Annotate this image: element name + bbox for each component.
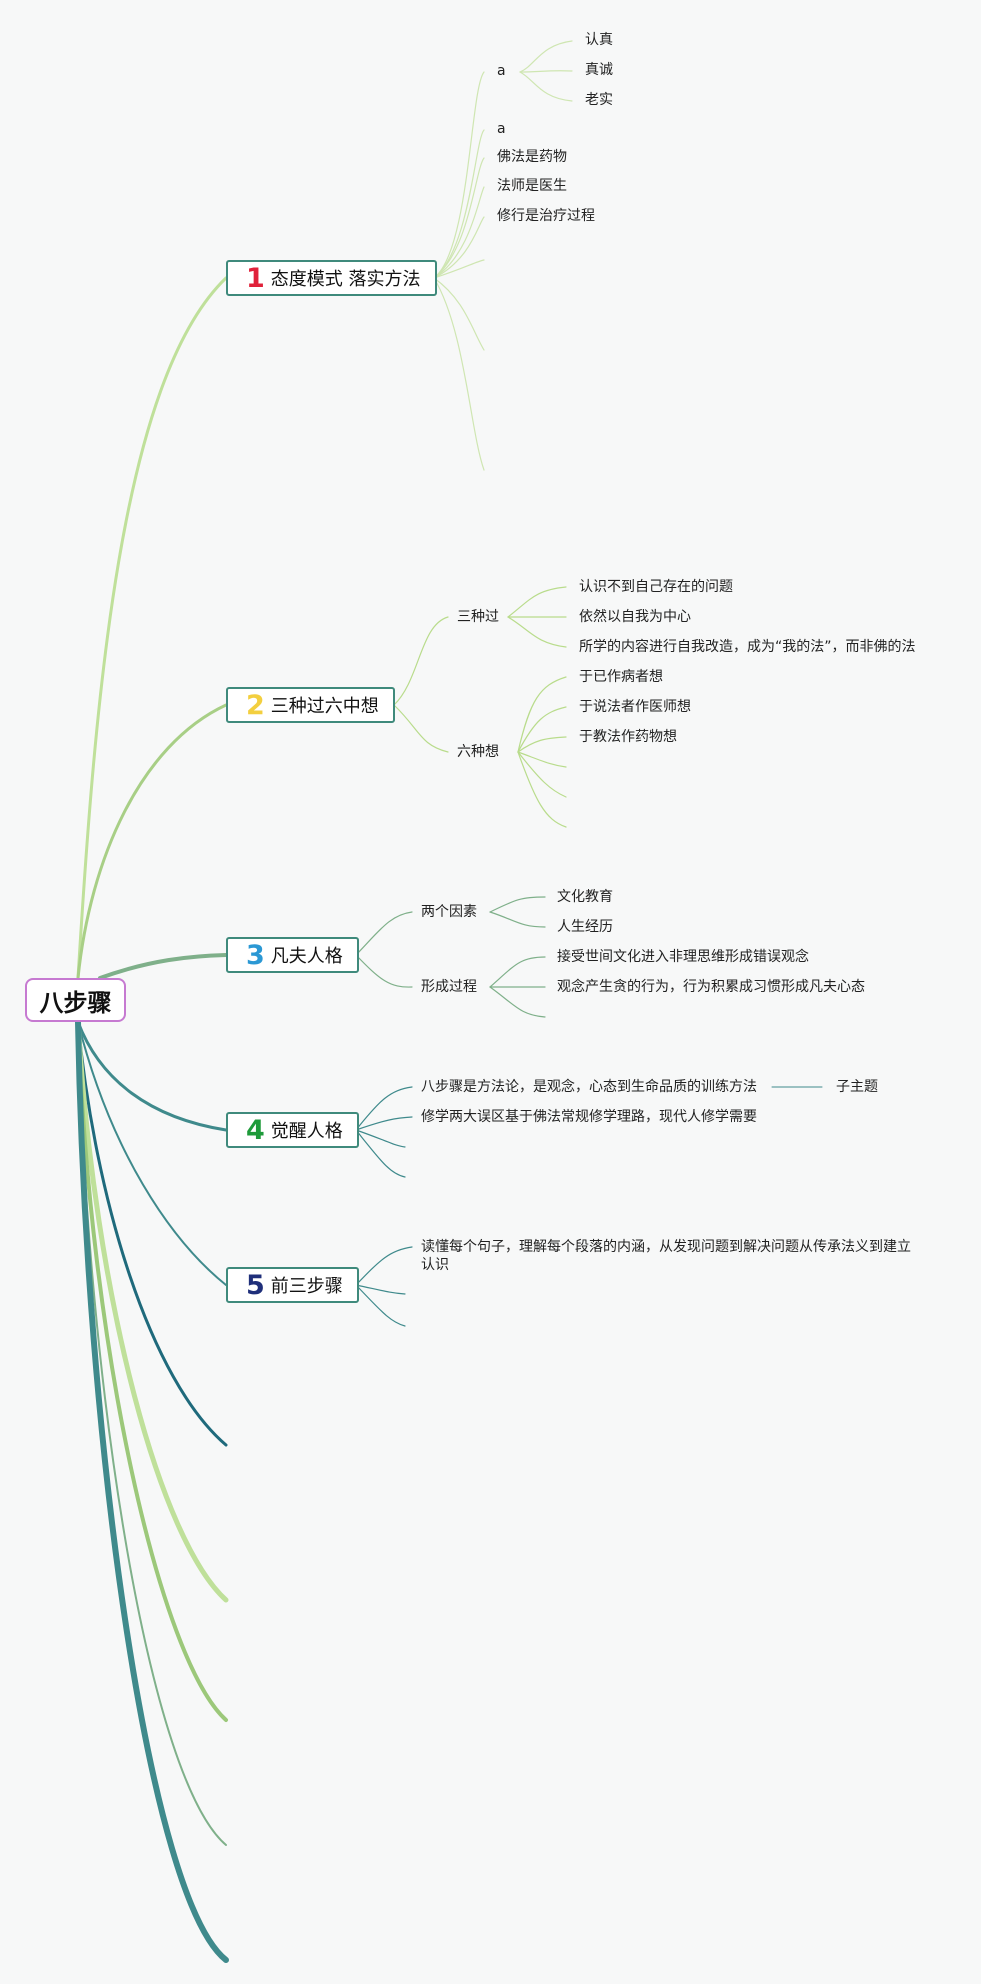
branch-extra-2 [75, 1019, 229, 1603]
branch-extra-5 [75, 1019, 229, 1963]
t2-three-faults[interactable]: 三种过 [457, 609, 499, 625]
t1-a-2[interactable]: a [497, 121, 506, 137]
t2-fault-1[interactable]: 认识不到自己存在的问题 [579, 579, 733, 595]
topic-1-number: 1 [246, 262, 265, 294]
t2-fault-3[interactable]: 所学的内容进行自我改造，成为“我的法”，而非佛的法 [579, 639, 916, 655]
t1-a-leaf-1[interactable]: 认真 [585, 32, 613, 48]
t1-medicine[interactable]: 佛法是药物 [497, 149, 567, 165]
t4-subtopic[interactable]: 子主题 [836, 1079, 878, 1095]
t2-six-thoughts[interactable]: 六种想 [457, 744, 499, 760]
topic-5-subbranches [355, 1246, 413, 1327]
t1-doctor[interactable]: 法师是医生 [497, 178, 567, 194]
branch-topic-1 [76, 276, 228, 980]
t2-fault-2[interactable]: 依然以自我为中心 [579, 609, 691, 625]
t5-reading[interactable]: 读懂每个句子，理解每个段落的内涵，从发现问题到解决问题从传承法义到建立认识 [421, 1239, 911, 1273]
topic-4-label: 觉醒人格 [270, 1121, 343, 1142]
t4-methodology[interactable]: 八步骤是方法论，是观念，心态到生命品质的训练方法 [421, 1079, 757, 1095]
branch-topic-4 [76, 1020, 228, 1132]
t1-a-leaf-2[interactable]: 真诚 [585, 62, 613, 78]
branch-topic-5 [77, 1021, 227, 1286]
t1-a-1[interactable]: a [497, 63, 506, 79]
topic-1-label: 态度模式 落实方法 [270, 269, 421, 290]
topic-5[interactable]: 5 前三步骤 [226, 1267, 359, 1303]
topic-5-label: 前三步骤 [270, 1276, 343, 1297]
topic-3-number: 3 [246, 939, 265, 971]
topic-3-subbranches [355, 896, 546, 1018]
t1-treatment[interactable]: 修行是治疗过程 [497, 208, 595, 224]
t3-factor-2[interactable]: 人生经历 [557, 919, 613, 935]
branch-topic-2 [76, 703, 228, 980]
topic-5-number: 5 [246, 1269, 265, 1301]
t3-formation-1[interactable]: 接受世间文化进入非理思维形成错误观念 [557, 949, 809, 965]
topic-2[interactable]: 2 三种过六中想 [226, 687, 395, 723]
root-label: 八步骤 [39, 988, 112, 1017]
t2-thought-2[interactable]: 于说法者作医师想 [579, 699, 691, 715]
t3-formation-2[interactable]: 观念产生贪的行为，行为积累成习惯形成凡夫心态 [557, 979, 865, 995]
topic-3-label: 凡夫人格 [270, 946, 343, 967]
t1-a-leaf-3[interactable]: 老实 [585, 92, 613, 108]
topic-3[interactable]: 3 凡夫人格 [226, 937, 359, 973]
topic-2-number: 2 [246, 689, 265, 721]
t4-misconceptions[interactable]: 修学两大误区基于佛法常规修学理路，现代人修学需要 [421, 1109, 757, 1125]
branch-extra-1 [76, 1020, 228, 1447]
t3-formation[interactable]: 形成过程 [421, 979, 477, 995]
t3-factor-1[interactable]: 文化教育 [557, 889, 613, 905]
branch-topic-3 [98, 953, 228, 980]
topic-1-subbranches [433, 40, 573, 471]
topic-4[interactable]: 4 觉醒人格 [226, 1112, 359, 1148]
t3-two-factors[interactable]: 两个因素 [421, 904, 477, 920]
root-topic[interactable]: 八步骤 [25, 978, 126, 1022]
topic-4-number: 4 [246, 1114, 265, 1146]
t2-thought-1[interactable]: 于已作病者想 [579, 669, 663, 685]
topic-2-label: 三种过六中想 [270, 696, 379, 717]
topic-2-subbranches [393, 586, 567, 828]
topic-4-subbranches [355, 1086, 823, 1178]
topic-1[interactable]: 1 态度模式 落实方法 [226, 260, 437, 296]
t2-thought-3[interactable]: 于教法作药物想 [579, 729, 677, 745]
branch-extra-3 [76, 1020, 228, 1722]
